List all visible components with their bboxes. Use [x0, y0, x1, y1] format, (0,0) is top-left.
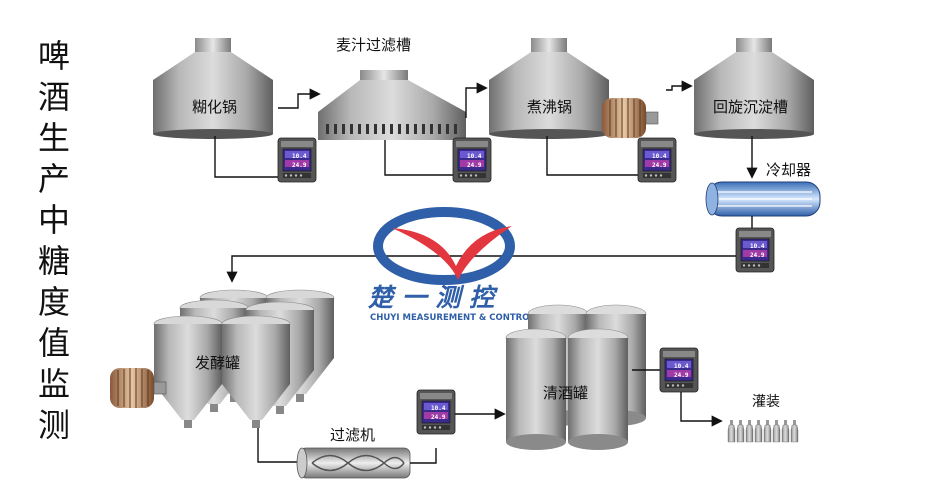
title-char: 产	[38, 160, 70, 198]
mash-tun: 糊化锅	[153, 38, 273, 139]
brix-meter-4: 10.4 24.9	[735, 227, 775, 273]
meter-value: 24.9	[467, 162, 482, 169]
logo-wing	[392, 226, 512, 280]
title-char: 监	[38, 365, 70, 403]
brix-meter-2: 10.4 24.9	[452, 137, 492, 183]
logo-ring	[373, 207, 515, 285]
brix-meter-3: 10.4 24.9	[637, 137, 677, 183]
pipe	[680, 392, 723, 427]
title-char: 值	[38, 324, 70, 362]
heater-coil	[601, 97, 659, 139]
mash-tun-label: 糊化锅	[192, 98, 237, 116]
pipe	[214, 136, 278, 178]
meter-value: 24.9	[431, 414, 446, 421]
lauter-tun: 麦汁过滤槽	[318, 36, 466, 140]
meter-value: 10.4	[467, 153, 482, 160]
title-char: 中	[38, 201, 70, 239]
meter-value: 24.9	[674, 372, 689, 379]
meter-value: 24.9	[292, 162, 307, 169]
title-char: 酒	[38, 78, 70, 116]
pipe	[226, 255, 736, 283]
bright-tank-group: 清酒罐	[505, 304, 647, 451]
filter-machine: 过滤机	[296, 426, 411, 479]
pipe	[278, 88, 321, 109]
meter-value: 24.9	[750, 252, 765, 259]
pipe	[257, 428, 300, 463]
filter-label: 过滤机	[330, 426, 375, 444]
meter-value: 10.4	[431, 405, 446, 412]
vertical-title: 啤 酒 生 产 中 糖 度 值 监 测	[38, 37, 70, 444]
brix-meter-6: 10.4 24.9	[659, 347, 699, 393]
pipe	[410, 448, 437, 464]
cooler-label: 冷却器	[766, 161, 811, 179]
meter-value: 10.4	[292, 153, 307, 160]
meter-value: 10.4	[652, 153, 667, 160]
meter-value: 10.4	[674, 363, 689, 370]
brix-meter-5: 10.4 24.9	[416, 389, 456, 435]
meter-value: 10.4	[750, 243, 765, 250]
pipe	[384, 140, 453, 176]
bright-tank-label: 清酒罐	[543, 384, 588, 402]
logo-name-en: CHUYI MEASUREMENT & CONTROL	[370, 313, 535, 323]
meter-value: 24.9	[652, 162, 667, 169]
fermenter-label: 发酵罐	[195, 354, 240, 372]
filling-label: 灌装	[752, 394, 780, 410]
lauter-tun-label: 麦汁过滤槽	[336, 36, 411, 54]
title-char: 度	[38, 283, 70, 321]
title-char: 生	[38, 119, 70, 157]
pipe	[666, 80, 693, 92]
whirlpool-label: 回旋沉淀槽	[713, 98, 788, 116]
boil-kettle-label: 煮沸锅	[527, 98, 572, 116]
filling-station: 灌装	[727, 394, 799, 443]
boil-kettle: 煮沸锅	[489, 38, 609, 139]
chuyi-logo: 楚 一 测 控 CHUYI MEASUREMENT & CONTROL	[367, 207, 535, 323]
fermenter-group: 发酵罐	[153, 289, 335, 429]
brix-meter-1: 10.4 24.9	[277, 137, 317, 183]
whirlpool-tank: 回旋沉淀槽	[694, 38, 814, 139]
title-char: 测	[38, 406, 70, 444]
title-char: 啤	[38, 37, 70, 75]
logo-name-cn: 楚 一 测 控	[367, 283, 498, 312]
pipe	[465, 82, 488, 118]
cooler: 冷却器	[705, 161, 821, 217]
pipe	[546, 136, 638, 176]
title-char: 糖	[38, 242, 70, 280]
